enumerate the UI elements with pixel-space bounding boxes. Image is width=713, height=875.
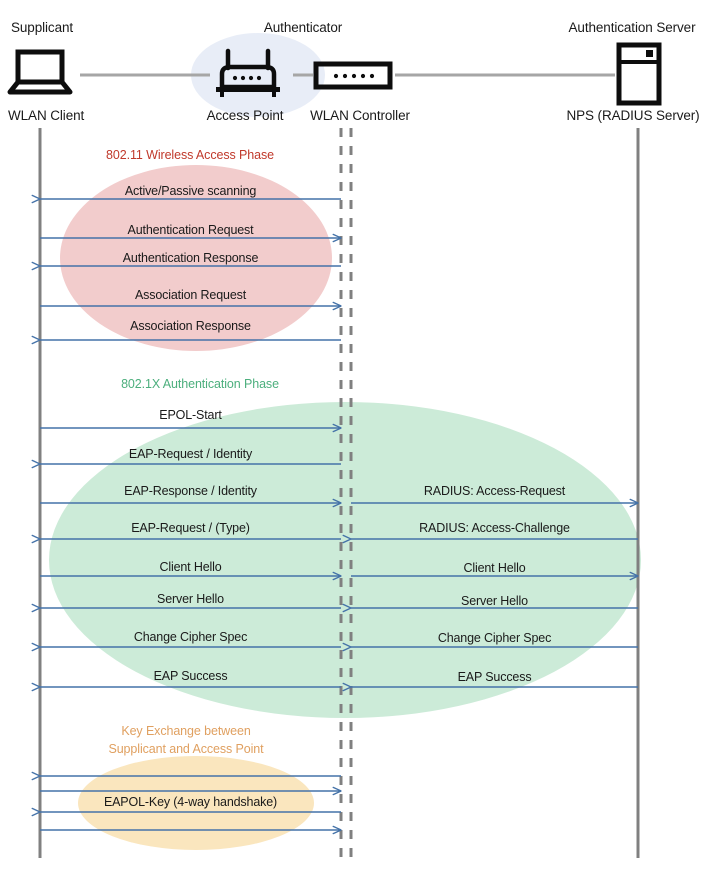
message-label: EPOL-Start: [159, 408, 222, 422]
role-title-authenticator: Authenticator: [263, 20, 343, 35]
phase-label-dot1x-authentication: 802.1X Authentication Phase: [121, 377, 279, 391]
message-label: RADIUS: Access-Request: [423, 484, 566, 498]
message-label: Association Request: [134, 288, 247, 302]
message-label: EAPOL-Key (4-way handshake): [103, 795, 278, 809]
message-label: Change Cipher Spec: [133, 630, 248, 644]
phase-label-wireless-access: 802.11 Wireless Access Phase: [106, 148, 274, 162]
message-label: EAP-Request / Identity: [128, 447, 253, 461]
phase-ellipse-wireless-access: [60, 165, 332, 351]
laptop-icon: [7, 49, 73, 95]
message-label: Server Hello: [461, 594, 528, 608]
message-label: Active/Passive scanning: [124, 184, 257, 198]
phase-label-key-exchange-line2: Supplicant and Access Point: [108, 742, 264, 756]
role-title-supplicant: Supplicant: [11, 20, 74, 35]
message-label: Authentication Response: [122, 251, 259, 265]
device-caption-access-point: Access Point: [206, 108, 284, 123]
message-label: EAP Success: [457, 670, 532, 684]
device-caption-wlan-client: WLAN Client: [8, 108, 85, 123]
message-arrow-group: [40, 199, 638, 830]
phase-label-key-exchange-line1: Key Exchange between: [121, 724, 251, 738]
role-title-authentication-server: Authentication Server: [568, 20, 696, 35]
message-label: RADIUS: Access-Challenge: [419, 521, 570, 535]
message-label: Authentication Request: [127, 223, 254, 237]
phase-label-key-exchange: Key Exchange between Supplicant and Acce…: [76, 722, 296, 758]
message-label: Association Response: [130, 319, 251, 333]
device-caption-nps-radius-server: NPS (RADIUS Server): [566, 108, 700, 123]
device-caption-wlan-controller: WLAN Controller: [310, 108, 410, 123]
message-label: EAP-Response / Identity: [124, 484, 257, 498]
authenticator-halo: [191, 33, 325, 117]
message-label: Client Hello: [463, 561, 526, 575]
phase-ellipse-key-exchange: [78, 756, 314, 850]
server-icon: [616, 42, 662, 106]
access-point-icon: [216, 48, 280, 97]
message-label: Client Hello: [159, 560, 222, 574]
message-label: Server Hello: [157, 592, 224, 606]
message-label: Change Cipher Spec: [437, 631, 552, 645]
wlan-controller-icon: [313, 61, 393, 90]
message-label: EAP-Request / (Type): [131, 521, 250, 535]
message-label: EAP Success: [153, 669, 228, 683]
phase-ellipse-dot1x-authentication: [49, 402, 641, 718]
